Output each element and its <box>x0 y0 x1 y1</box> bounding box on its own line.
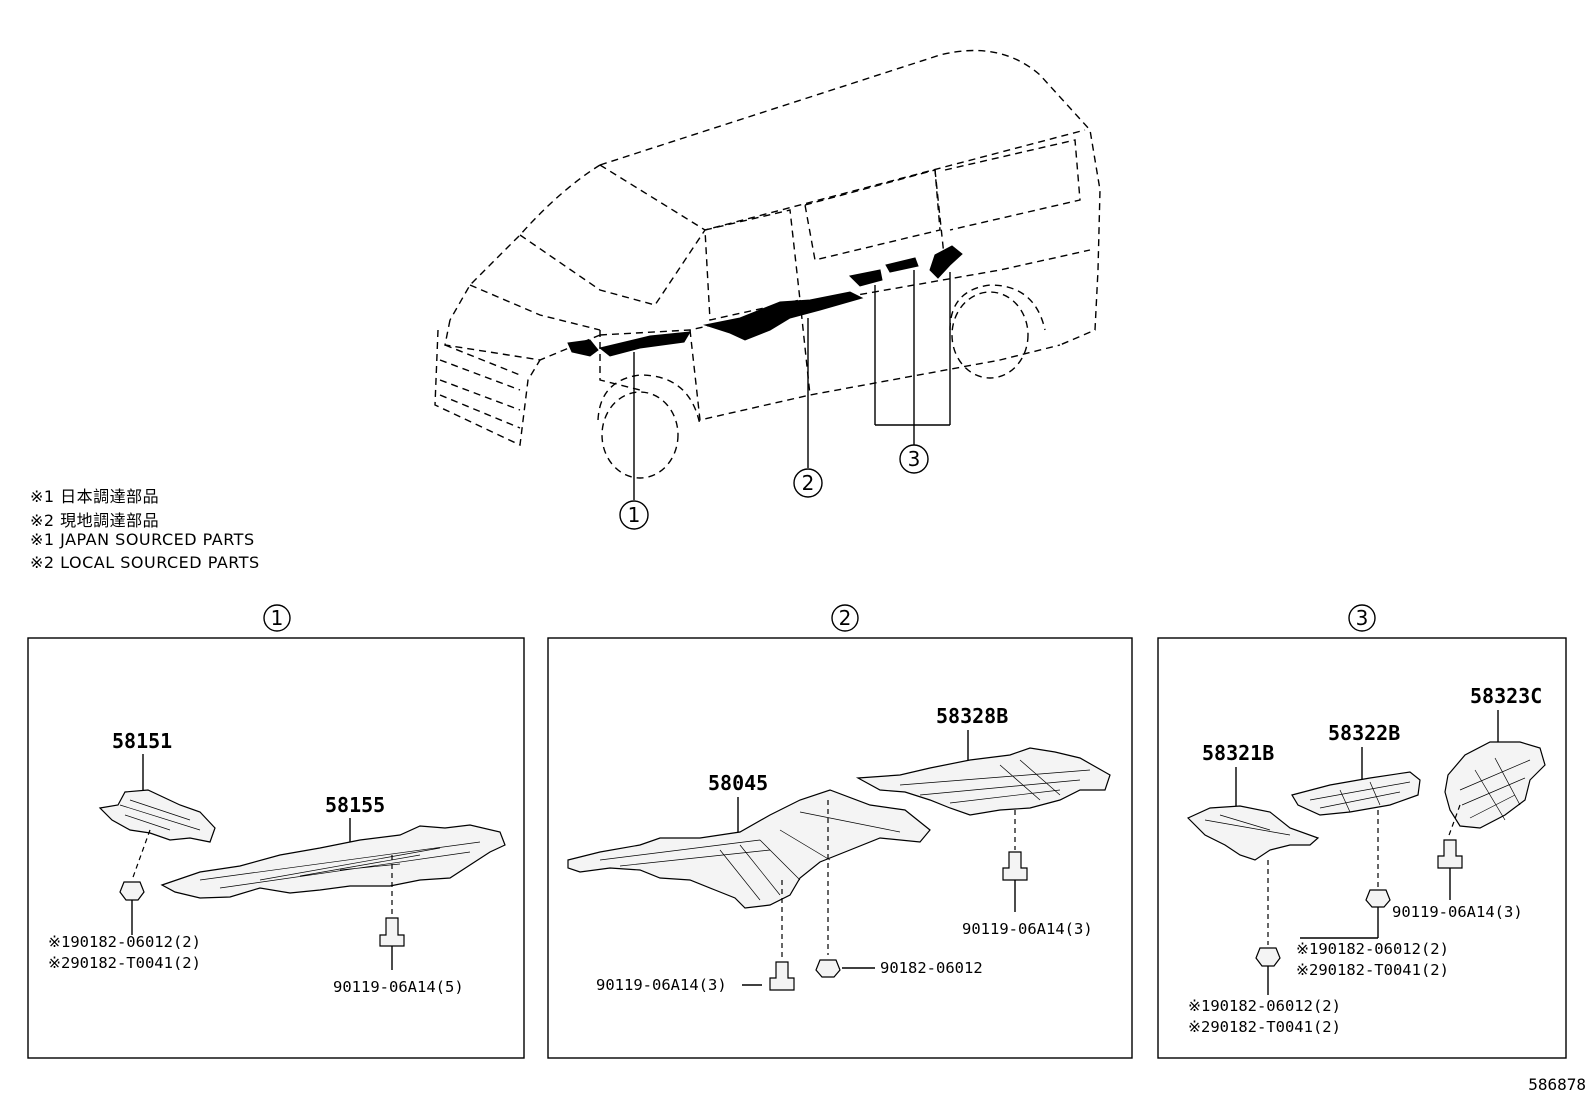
nut-90182-06012-p1 <box>119 881 145 901</box>
label-bolt-p1: 90119-06A14(5) <box>333 978 464 996</box>
nut-90182-06012-p3c <box>1255 947 1281 967</box>
note-japan-jp: ※1 日本調達部品 <box>30 487 160 506</box>
bolt-90119-06A14-p1 <box>379 917 405 947</box>
label-nut-local-p3b: ※290182-T0041(2) <box>1296 961 1449 979</box>
label-nut-japan-p3c: ※190182-06012(2) <box>1188 997 1341 1015</box>
label-58045: 58045 <box>708 771 768 795</box>
label-nut-local-p1: ※290182-T0041(2) <box>48 954 201 972</box>
label-nut-japan-p1: ※190182-06012(2) <box>48 933 201 951</box>
nut-90182-06012-p2 <box>815 959 841 978</box>
svg-text:3: 3 <box>908 447 921 471</box>
bolt-90119-06A14-p2b <box>1002 851 1028 881</box>
label-58151: 58151 <box>112 729 172 753</box>
label-bolt-p2b: 90119-06A14(3) <box>962 920 1093 938</box>
panel-1-title: 1 <box>271 606 284 630</box>
panel-3-title: 3 <box>1356 606 1369 630</box>
panel-3-frame <box>1157 637 1567 1059</box>
bolt-90119-06A14-p3 <box>1437 839 1463 869</box>
callout-3: 3 <box>899 444 929 474</box>
note-local-jp: ※2 現地調達部品 <box>30 511 160 530</box>
panel-1-frame <box>27 637 525 1059</box>
panel-1: 1 58151 ※190182-06012(2) ※290182-T0041(2… <box>27 604 525 1059</box>
panel-3: 3 58321B ※190182-06012(2) ※290182-T0041(… <box>1157 604 1567 1059</box>
label-58323c: 58323C <box>1470 684 1542 708</box>
label-nut-japan-p3b: ※190182-06012(2) <box>1296 940 1449 958</box>
part-58328b <box>855 747 1111 816</box>
panel-2: 2 58045 90119-06A14(3) 90182-06012 58328… <box>547 604 1133 1059</box>
diagram-id: 586878 <box>1528 1075 1586 1094</box>
part-58322b <box>1291 771 1421 816</box>
van-illustration <box>434 49 1101 500</box>
label-nut-local-p3c: ※290182-T0041(2) <box>1188 1018 1341 1036</box>
label-58321b: 58321B <box>1202 741 1274 765</box>
label-58328b: 58328B <box>936 704 1008 728</box>
part-58045 <box>567 789 931 909</box>
note-local-en: ※2 LOCAL SOURCED PARTS <box>30 553 260 572</box>
svg-text:2: 2 <box>802 471 815 495</box>
part-58155 <box>160 824 506 899</box>
label-nut-p2: 90182-06012 <box>880 959 983 977</box>
label-58322b: 58322B <box>1328 721 1400 745</box>
callout-1: 1 <box>619 500 649 530</box>
part-58323c <box>1444 741 1546 829</box>
part-58321b <box>1186 805 1320 861</box>
label-bolt-p2a: 90119-06A14(3) <box>596 976 727 994</box>
nut-90182-06012-p3b <box>1365 889 1391 908</box>
label-bolt-p3: 90119-06A14(3) <box>1392 903 1523 921</box>
bolt-90119-06A14-p2a <box>769 961 795 991</box>
panel-2-frame <box>547 637 1133 1059</box>
callout-2: 2 <box>793 468 823 498</box>
note-japan-en: ※1 JAPAN SOURCED PARTS <box>30 530 255 549</box>
svg-text:1: 1 <box>628 503 641 527</box>
part-58151 <box>98 789 216 843</box>
panel-2-title: 2 <box>839 606 852 630</box>
label-58155: 58155 <box>325 793 385 817</box>
